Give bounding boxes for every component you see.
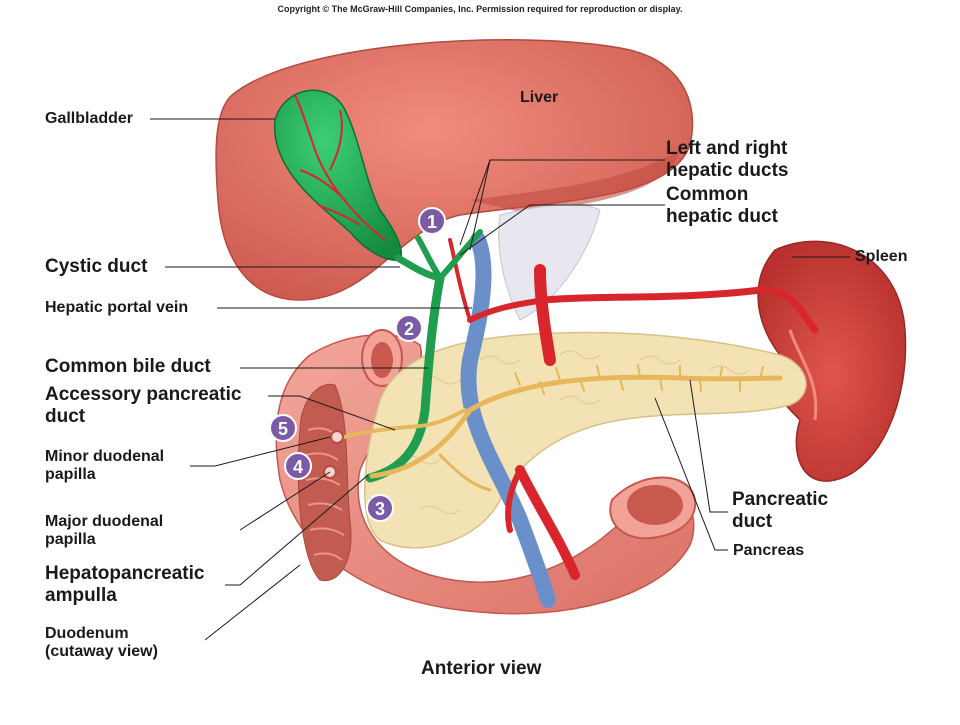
liver-shadow [470,150,680,212]
copyright-notice: Copyright © The McGraw-Hill Companies, I… [277,4,683,14]
svg-text:4: 4 [293,457,303,477]
svg-text:1: 1 [427,212,437,232]
label-common-bile-duct: Common bile duct [45,356,211,377]
marker-3: 3 [366,494,394,522]
label-hepatopancreatic-ampulla: Hepatopancreatic ampulla [45,563,205,606]
label-liver: Liver [520,89,559,106]
label-pancreatic-duct: Pancreatic duct [732,489,829,532]
label-cystic-duct: Cystic duct [45,256,148,277]
label-gallbladder: Gallbladder [45,110,134,127]
pancreatic-ducts [338,364,783,492]
duodenum-cutaway [297,383,352,582]
marker-2: 2 [395,314,423,342]
gallbladder-vessels [294,94,386,241]
label-spleen: Spleen [855,248,908,265]
label-major-duodenal-papilla: Major duodenal papilla [45,513,164,549]
spleen-hilum [788,329,818,421]
label-accessory-pancreatic-duct: Accessory pancreatic duct [45,384,242,427]
label-left-right-hepatic-ducts: Left and right hepatic ducts [666,138,789,181]
svg-text:5: 5 [278,419,288,439]
marker-5: 5 [269,414,297,442]
arteries [448,238,819,580]
svg-text:3: 3 [375,499,385,519]
label-duodenum: Duodenum (cutaway view) [45,625,158,661]
label-minor-duodenal-papilla: Minor duodenal papilla [45,448,165,484]
hepatic-portal-vein [460,232,556,608]
leader-lines [150,118,850,641]
marker-4: 4 [284,452,312,480]
label-common-hepatic-duct: Common hepatic duct [666,184,778,227]
minor-duodenal-papilla [330,430,344,444]
marker-1: 1 [418,207,446,235]
label-hepatic-portal-vein: Hepatic portal vein [45,299,189,316]
view-caption: Anterior view [421,658,542,679]
svg-text:2: 2 [404,319,414,339]
label-pancreas: Pancreas [733,542,805,559]
